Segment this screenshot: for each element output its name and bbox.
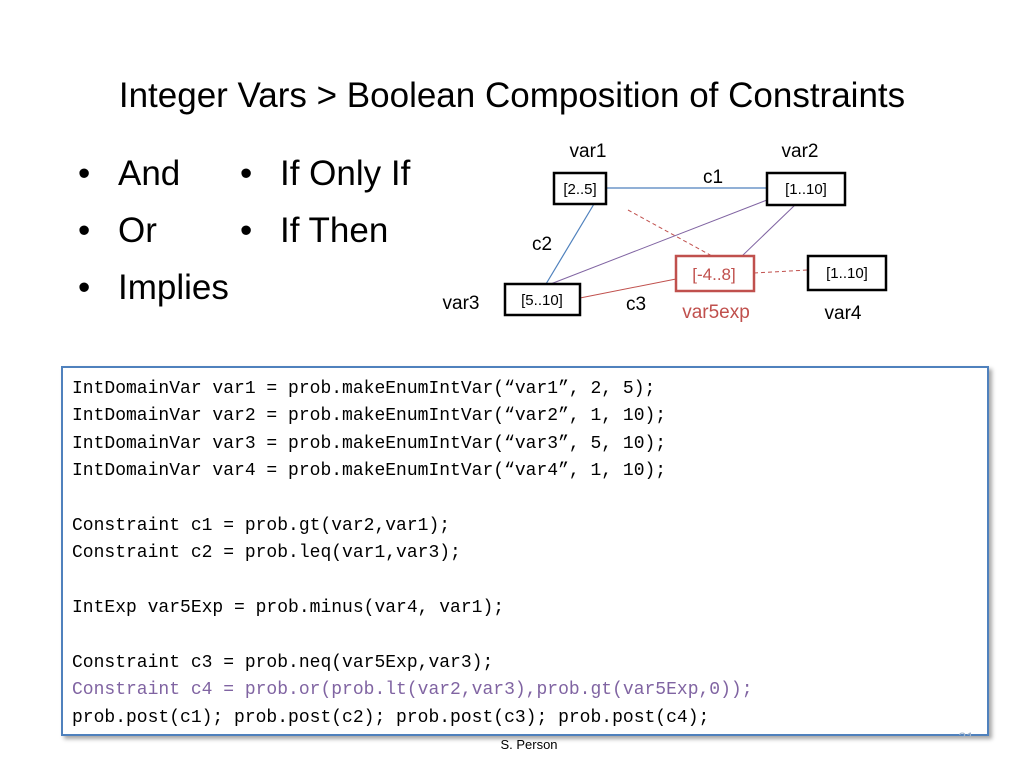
node-var5exp-box — [674, 254, 756, 293]
node-var4-label: var4 — [825, 303, 862, 324]
node-var1-domain: [2..5] — [563, 181, 596, 198]
constraint-c3-label: c3 — [626, 294, 646, 315]
bullet-list-left: And Or Implies — [78, 152, 229, 323]
bullet-item: And — [78, 152, 229, 209]
node-var2-domain: [1..10] — [785, 181, 827, 198]
node-var1-label: var1 — [570, 141, 607, 162]
edge-var2-var5exp — [741, 204, 796, 257]
edge-var1-var3 — [545, 203, 595, 285]
edge-var3-var5exp — [579, 278, 677, 299]
edge-var5exp-var4-dashed — [753, 269, 809, 274]
constraint-c1-label: c1 — [703, 167, 723, 188]
code-block: IntDomainVar var1 = prob.makeEnumIntVar(… — [61, 366, 989, 736]
node-var3-box — [503, 282, 582, 317]
constraint-c2-label: c2 — [532, 234, 552, 255]
bullet-item: Implies — [78, 266, 229, 323]
edge-var1-var5exp-dashed — [627, 209, 713, 257]
code-line — [72, 623, 987, 650]
node-var4-box — [806, 254, 888, 292]
code-line: IntDomainVar var1 = prob.makeEnumIntVar(… — [72, 379, 656, 399]
node-var3-label: var3 — [443, 293, 480, 314]
node-var4-domain: [1..10] — [826, 265, 868, 282]
page-number: 31 — [944, 730, 974, 737]
code-line: Constraint c1 = prob.gt(var2,var1); — [72, 515, 451, 536]
node-var3-domain: [5..10] — [521, 292, 563, 309]
code-line-highlighted: Constraint c4 = prob.or(prob.lt(var2,var… — [72, 680, 753, 701]
slide-title: Integer Vars > Boolean Composition of Co… — [118, 76, 906, 115]
code-line: Constraint c3 = prob.neq(var5Exp,var3); — [72, 652, 494, 673]
code-line — [72, 486, 987, 513]
footer-author: S. Person — [500, 737, 558, 752]
node-var2-box — [765, 171, 847, 207]
constraint-graph: [2..5] [1..10] [5..10] [1..10] [-4..8] v… — [443, 141, 888, 324]
code-line: IntDomainVar var2 = prob.makeEnumIntVar(… — [72, 406, 667, 427]
bullet-item: If Only If — [240, 152, 410, 209]
edge-var2-var3 — [547, 199, 768, 286]
code-line: Constraint c2 = prob.leq(var1,var3); — [72, 543, 461, 564]
bullet-list-right: If Only If If Then — [240, 152, 410, 266]
code-line — [72, 568, 987, 595]
code-line: IntDomainVar var3 = prob.makeEnumIntVar(… — [72, 433, 667, 454]
code-line: IntExp var5Exp = prob.minus(var4, var1); — [72, 598, 505, 619]
code-line: prob.post(c1); prob.post(c2); prob.post(… — [72, 707, 710, 728]
node-var5exp-label: var5exp — [682, 302, 750, 323]
node-var2-label: var2 — [782, 141, 819, 162]
node-var1-box — [552, 171, 608, 206]
bullet-item: Or — [78, 209, 229, 266]
node-var5exp-domain: [-4..8] — [692, 265, 735, 284]
bullet-item: If Then — [240, 209, 410, 266]
code-line: IntDomainVar var4 = prob.makeEnumIntVar(… — [72, 461, 667, 482]
